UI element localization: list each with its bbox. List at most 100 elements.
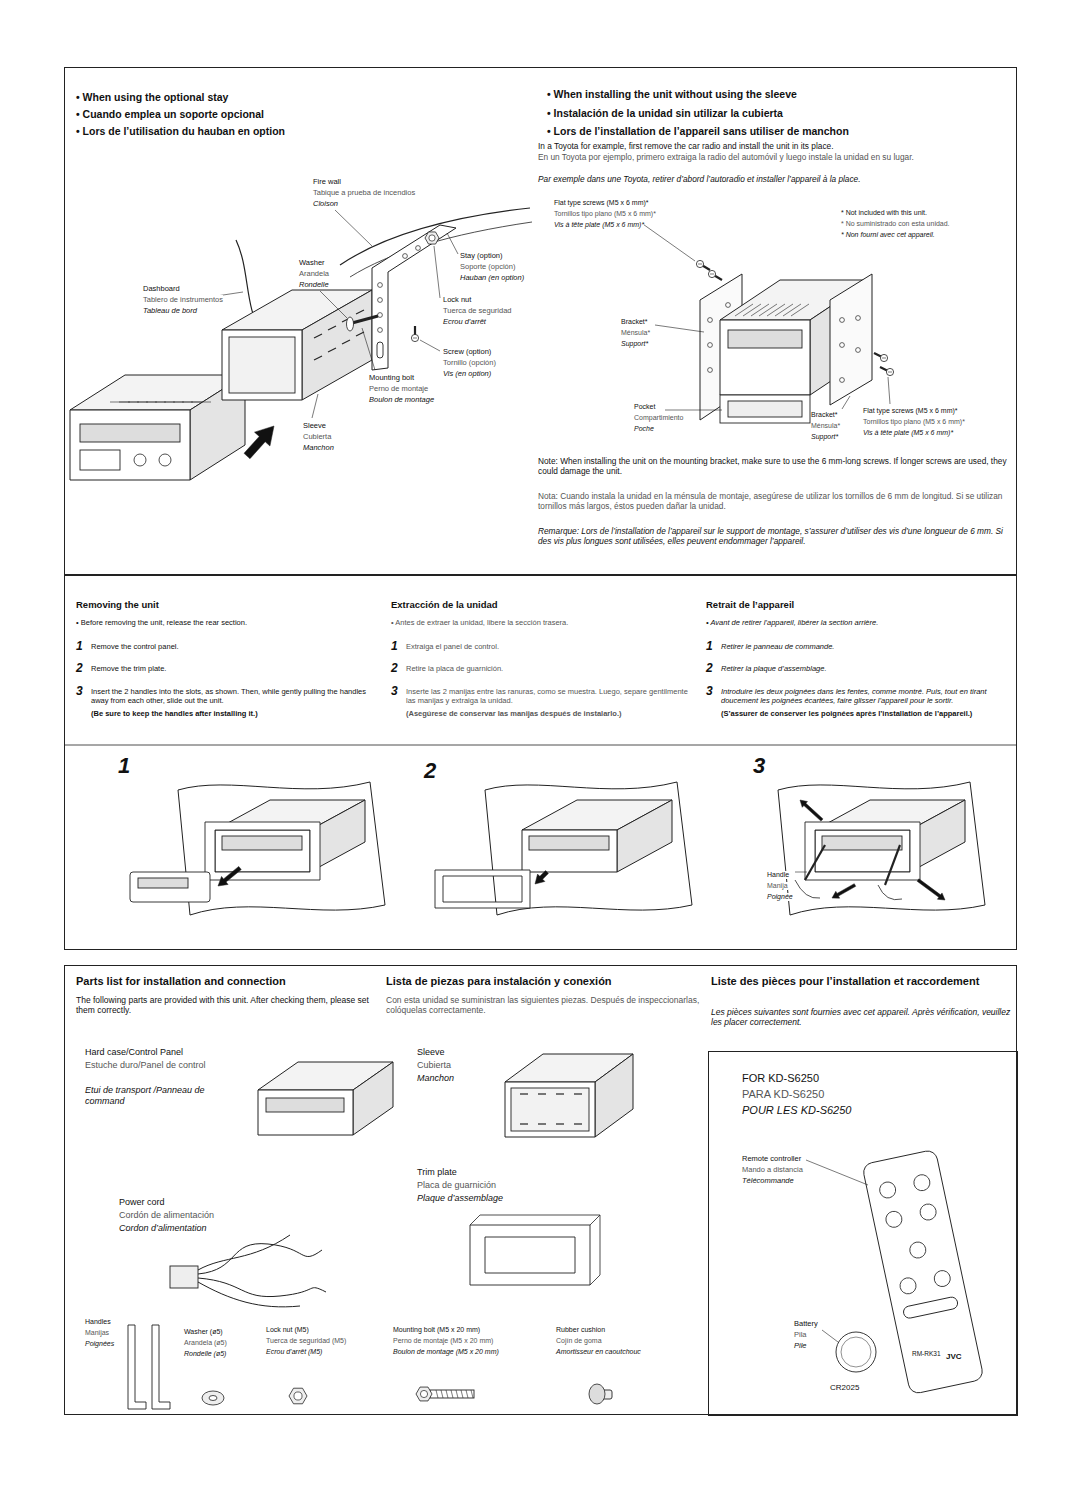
text-label: Cordón de alimentación [119,1210,214,1221]
text-label: Trim plate [417,1167,457,1178]
stay-bracket [378,313,383,318]
text-label: Mounting bolt (M5 x 20 mm) [393,1326,480,1334]
flat-screw [886,368,893,375]
text-label: En un Toyota por ejemplo, primero extrai… [538,153,1016,163]
separator-rule [64,745,1017,746]
car-radio-unit [743,304,761,316]
text-label: Par exemple dans une Toyota, retirer d’a… [538,175,1016,185]
leader-line [822,1330,838,1342]
washer [209,1396,217,1401]
removal-panel: Removing the unit• Before removing the u… [64,575,1017,950]
text-label: Retrait de l’appareil [706,599,794,610]
text-label: • Cuando emplea un soporte opcional [76,108,264,121]
text-label: Poignées [85,1340,114,1348]
text-label: Tornillos tipo plano (M5 x 6 mm)* [863,418,965,426]
text-label: Vis à tête plate (M5 x 6 mm)* [863,429,953,437]
text-label: Flat type screws (M5 x 6 mm)* [863,407,958,415]
power-cord [198,1278,326,1297]
text-label: (Be sure to keep the handles after insta… [91,709,376,718]
text-label: • Before removing the unit, release the … [76,618,376,627]
mounting-bracket [856,316,861,321]
text-label: 2 [424,758,436,784]
text-label: Tornillos tipo plano (M5 x 6 mm)* [554,210,656,218]
car-radio-unit [767,304,785,316]
stay-bracket [416,246,421,251]
text-label: Arandela [299,269,329,278]
text-label: Manijas [85,1329,109,1337]
text-label: Tuerca de seguridad [443,306,512,315]
text-label: Sleeve [417,1047,445,1058]
text-label: Ménsula* [621,329,650,337]
mounting-sleeve [328,348,336,352]
text-label: Washer [299,258,325,267]
text-label: 2 [706,661,713,675]
removal-arrow [535,871,548,884]
text-label: Manchon [303,443,334,452]
lock-nut [289,1388,307,1404]
mounting-sleeve [556,1093,564,1094]
mounting-bolt [352,316,378,323]
remote-controller [908,1241,927,1260]
text-label: Remove the control panel. [91,642,376,651]
text-label: Remote controller [742,1154,801,1163]
rubber-cushion [589,1384,605,1404]
text-label: In a Toyota for example, first remove th… [538,142,1016,152]
text-label: Ménsula* [811,422,840,430]
mounting-sleeve [314,334,322,338]
text-label: Les pièces suivantes sont fournies avec … [711,1007,1011,1027]
text-label: Power cord [119,1197,165,1208]
remote-controller [884,1210,903,1229]
mounting-bolt [441,1390,443,1398]
text-label: Rubber cushion [556,1326,605,1334]
leader-line [335,210,372,246]
text-label: Placa de guarnición [417,1180,496,1191]
mounting-bolt [471,1390,473,1398]
pocket [728,401,802,417]
mounting-sleeve [222,330,302,400]
remote-controller [899,1276,918,1295]
text-label: Perno de montaje [369,384,428,393]
text-label: 2 [76,661,83,675]
handle [152,1325,170,1409]
flat-screw [696,260,703,267]
handle [795,880,820,898]
remote-controller [862,1149,984,1394]
text-label: * Not included with this unit. [841,209,927,217]
dashboard-outline [778,782,985,915]
text-label: Nota: Cuando instala la unidad en la mén… [538,492,1016,512]
car-radio-unit [159,454,171,466]
text-label: POUR LES KD-S6250 [742,1104,851,1117]
text-label: Manija [767,882,788,890]
text-label: Hard case/Control Panel [85,1047,183,1058]
car-radio-unit [529,836,609,850]
text-label: Extracción de la unidad [391,599,498,610]
mounting-sleeve [574,1123,582,1124]
power-cord [170,1266,198,1288]
text-label: 1 [76,639,83,653]
trim-plate [435,870,530,908]
text-label: • Instalación de la unidad sin utilizar … [547,107,783,120]
text-label: • Avant de retirer l’appareil, libérer l… [706,618,1006,627]
car-radio-unit [522,830,617,872]
pull-arrow [917,879,945,900]
leader-line [420,340,440,351]
text-label: Tabique a prueba de incendios [313,188,415,197]
trim-plate [805,822,920,880]
mounting-sleeve [505,1082,595,1137]
text-label: (S’assurer de conserver les poignées apr… [721,709,1006,718]
text-label: Tornillo (opción) [443,358,496,367]
text-label: Soporte (opción) [460,262,515,271]
flat-screw [880,354,887,361]
battery [836,1332,876,1372]
leader-line [888,377,890,404]
lock-nut [425,232,439,244]
mounting-bolt [446,1390,448,1398]
mounting-sleeve [538,1093,546,1094]
text-label: Inserte las 2 manijas entre las ranuras,… [406,687,691,705]
mounting-sleeve [302,290,372,400]
flat-screw [710,274,714,275]
text-label: Tuerca de seguridad (M5) [266,1337,346,1345]
leader-line [434,246,440,298]
mounting-bracket [840,318,845,323]
text-label: Lock nut [443,295,471,304]
